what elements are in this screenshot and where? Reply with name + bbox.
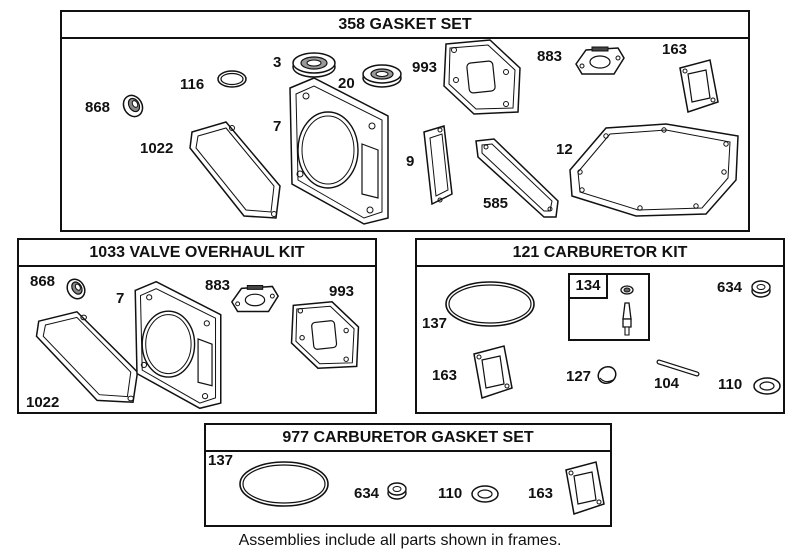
part-label-868: 868 <box>30 273 56 290</box>
oil-seal-868-part <box>64 276 88 302</box>
gasket-163-part <box>562 460 608 516</box>
part-label-163: 163 <box>528 485 554 502</box>
crankcase-gasket-12-part <box>566 122 742 218</box>
pin-104-part <box>656 358 702 378</box>
part-label-127: 127 <box>566 368 592 385</box>
part-label-110: 110 <box>438 485 463 502</box>
part-label-163: 163 <box>432 367 458 384</box>
oil-seal-20-part <box>360 62 404 90</box>
gasket-883-part <box>572 44 628 78</box>
cover-gasket-1022-part <box>32 308 142 406</box>
needle-valve-134-part <box>615 283 639 339</box>
part-label-585: 585 <box>483 195 509 212</box>
part-label-1022: 1022 <box>140 140 174 157</box>
frame-977-carburetor-gasket-set: 977 CARBURETOR GASKET SET <box>204 423 612 527</box>
footer-caption: Assemblies include all parts shown in fr… <box>238 532 562 549</box>
frame-title: 358 GASKET SET <box>62 12 748 39</box>
part-label-993: 993 <box>329 283 355 300</box>
oil-seal-868-part <box>120 93 146 119</box>
part-label-137: 137 <box>422 315 448 332</box>
part-label-7: 7 <box>116 290 125 307</box>
part-label-3: 3 <box>273 54 282 71</box>
part-label-868: 868 <box>85 99 111 116</box>
gasket-163-part <box>470 344 516 400</box>
head-gasket-7-part <box>130 280 226 410</box>
part-label-110: 110 <box>718 376 743 393</box>
subframe-title: 134 <box>570 275 608 299</box>
gasket-883-part <box>228 282 282 316</box>
frame-title: 1033 VALVE OVERHAUL KIT <box>19 240 375 267</box>
head-gasket-7-part <box>284 76 394 226</box>
bowl-gasket-137-part <box>236 458 332 510</box>
part-label-883: 883 <box>205 277 231 294</box>
frame-121-carburetor-kit: 121 CARBURETOR KIT <box>415 238 785 414</box>
gasket-163-part <box>676 58 722 114</box>
part-label-7: 7 <box>273 118 282 135</box>
plug-127-part <box>595 364 619 386</box>
part-label-104: 104 <box>654 375 680 392</box>
frame-title: 977 CARBURETOR GASKET SET <box>206 425 610 452</box>
part-label-634: 634 <box>717 279 743 296</box>
frame-358-gasket-set: 358 GASKET SET <box>60 10 750 232</box>
part-label-1022: 1022 <box>26 394 60 411</box>
part-label-163: 163 <box>662 41 688 58</box>
bowl-gasket-137-part <box>442 278 538 330</box>
cover-gasket-1022-part <box>186 118 284 222</box>
subframe-134: 134 <box>568 273 650 341</box>
oil-seal-3-part <box>290 50 338 80</box>
washer-634-part <box>386 480 408 502</box>
part-label-634: 634 <box>354 485 380 502</box>
gasket-9-part <box>420 122 456 208</box>
washer-110-part <box>752 375 782 397</box>
o-ring-116-part <box>216 68 248 90</box>
washer-110-part <box>470 483 500 505</box>
part-label-12: 12 <box>556 141 573 158</box>
part-label-116: 116 <box>180 76 205 93</box>
gasket-585-part <box>474 137 560 221</box>
frame-1033-valve-overhaul-kit: 1033 VALVE OVERHAUL KIT <box>17 238 377 414</box>
part-label-993: 993 <box>412 59 438 76</box>
part-label-20: 20 <box>338 75 355 92</box>
part-label-9: 9 <box>406 153 415 170</box>
part-label-137: 137 <box>208 452 234 469</box>
frame-title: 121 CARBURETOR KIT <box>417 240 783 267</box>
part-label-883: 883 <box>537 48 563 65</box>
gasket-993-part <box>440 38 524 116</box>
washer-634-part <box>750 278 772 300</box>
gasket-993-part <box>288 300 362 370</box>
